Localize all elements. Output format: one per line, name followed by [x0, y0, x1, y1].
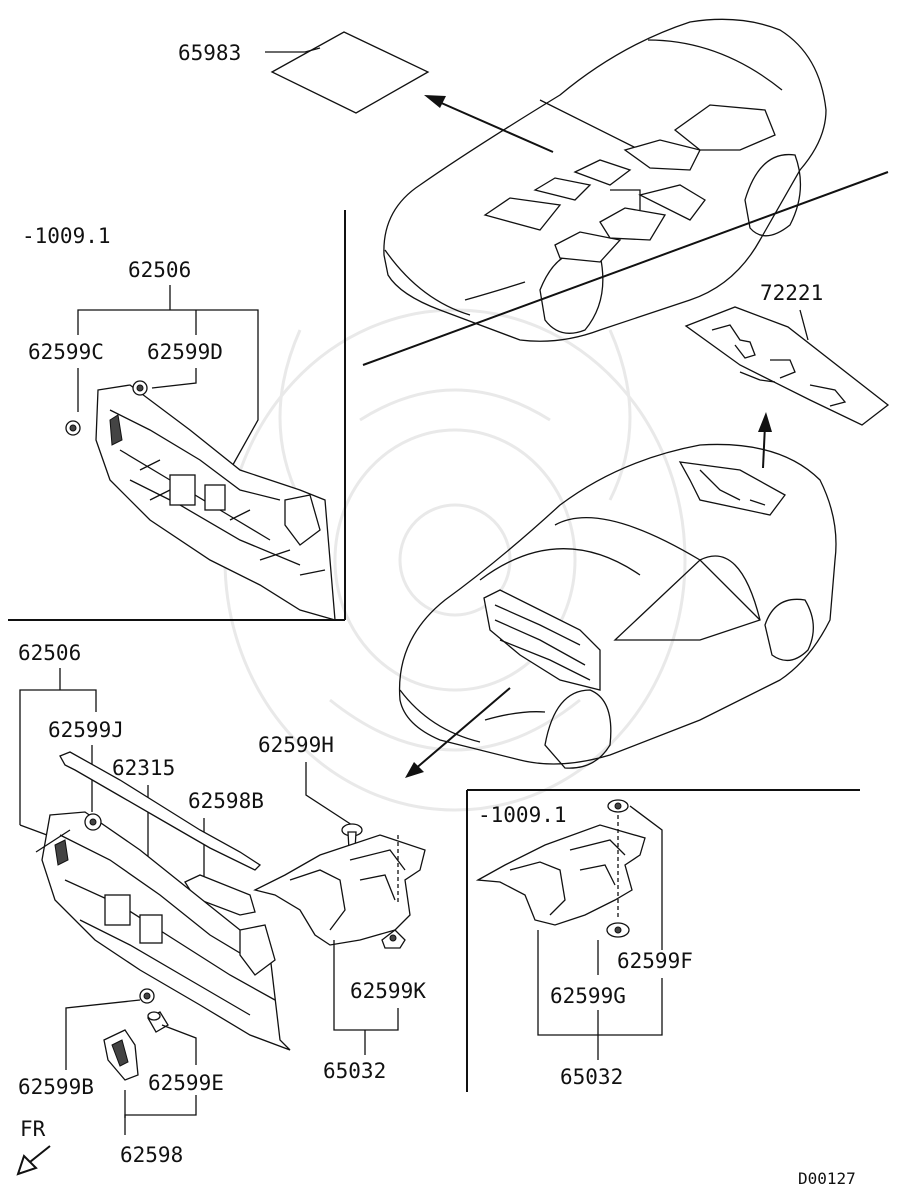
divider-top — [362, 171, 889, 366]
arrow-to-65032 — [413, 687, 511, 771]
label-65032-mid: 65032 — [323, 1059, 386, 1083]
arrow-to-65983 — [429, 97, 554, 153]
part-62506-top-silencer — [65, 380, 336, 621]
part-62506-bottom-silencer — [35, 811, 291, 1051]
fr-label: FR — [20, 1117, 46, 1141]
front-arrow-icon — [16, 1145, 51, 1176]
label-62506-top: 62506 — [128, 258, 191, 282]
label-62599D: 62599D — [147, 340, 223, 364]
part-62315-seal-strip — [59, 751, 262, 871]
label-72221: 72221 — [760, 281, 823, 305]
label-62599C: 62599C — [28, 340, 104, 364]
diagram-code: D00127 — [798, 1169, 856, 1187]
arrow-to-72221 — [762, 424, 766, 469]
part-65983-pad — [270, 31, 430, 114]
part-65032-undercover-mid — [253, 834, 426, 946]
part-72221-roof-silencer — [684, 306, 890, 426]
label-62599F: 62599F — [617, 949, 693, 973]
label-date-top: -1009.1 — [22, 224, 111, 248]
label-65032-right: 65032 — [560, 1065, 623, 1089]
label-62599G: 62599G — [550, 984, 626, 1008]
arrow-head-65983 — [424, 95, 446, 108]
label-date-bottom: -1009.1 — [478, 803, 567, 827]
label-62599E: 62599E — [148, 1071, 224, 1095]
label-62599H: 62599H — [258, 733, 334, 757]
label-62598: 62598 — [120, 1143, 183, 1167]
label-62599B: 62599B — [18, 1075, 94, 1099]
label-62598B: 62598B — [188, 789, 264, 813]
label-62315: 62315 — [112, 756, 175, 780]
part-62599K-clip — [381, 929, 406, 949]
part-65032-undercover-right — [475, 815, 646, 926]
label-62599J: 62599J — [48, 718, 124, 742]
label-65983: 65983 — [178, 41, 241, 65]
label-62599K: 62599K — [350, 979, 426, 1003]
car-top-view — [383, 18, 827, 342]
part-62599E-grommet — [147, 1011, 169, 1033]
part-62599B-clip — [139, 988, 155, 1004]
label-62506-bottom: 62506 — [18, 641, 81, 665]
part-62599F-clip — [607, 799, 629, 813]
car-front-view — [398, 443, 837, 769]
part-62599G-clip — [606, 922, 630, 938]
part-62598-bracket — [103, 1029, 139, 1081]
